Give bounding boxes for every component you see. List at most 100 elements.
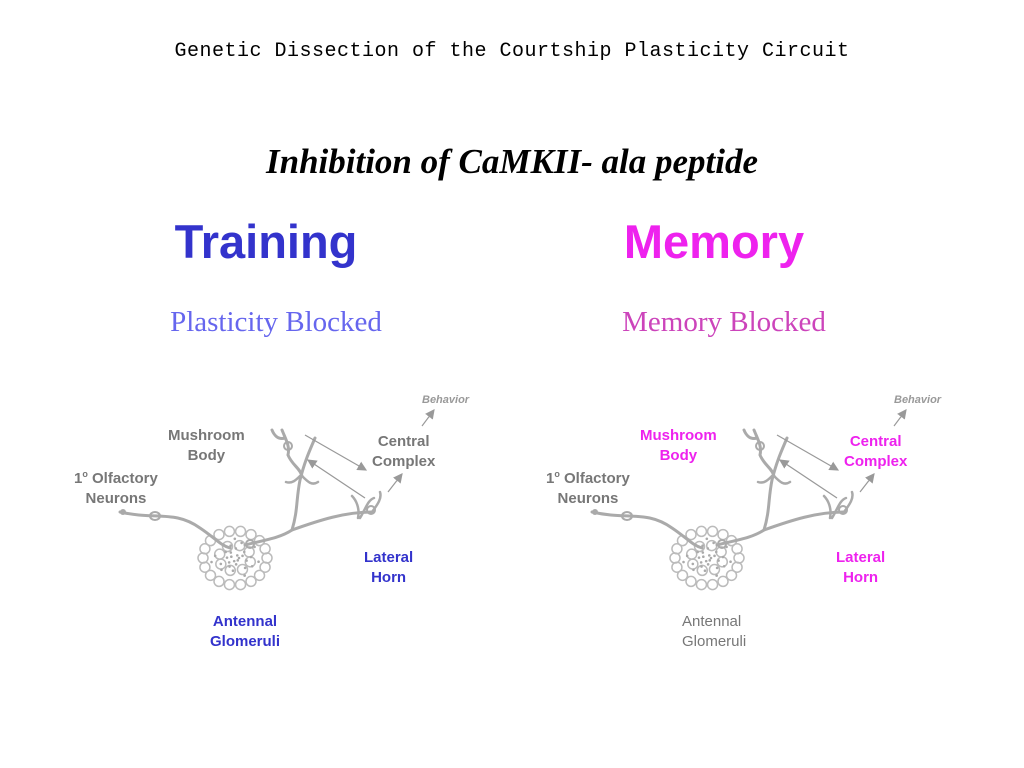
- mushroom-body-calyx: [270, 428, 304, 478]
- mushroom-body-dendrite: [284, 474, 320, 485]
- glomerulus: [685, 548, 698, 560]
- lateral-horn-soma: [838, 505, 848, 515]
- glomerulus-dot: [228, 565, 231, 568]
- glomerulus-dot: [257, 560, 260, 564]
- glomerulus: [676, 569, 689, 582]
- central-complex-label: Central Complex: [844, 433, 908, 470]
- glomerulus-dot: [233, 537, 237, 541]
- glomerulus: [731, 561, 743, 573]
- olfactory-neurons-label: 1o Olfactory Neurons: [74, 469, 158, 507]
- glomerulus-dot: [703, 569, 707, 572]
- glomerulus-dot: [714, 550, 718, 554]
- glomerulus-dot: [696, 550, 699, 554]
- glomerulus-dot: [237, 556, 241, 560]
- glomerulus: [224, 564, 237, 577]
- lateral-horn-arbor: [822, 490, 854, 520]
- memory-heading: Memory: [623, 215, 805, 268]
- glomerulus-dot: [242, 550, 246, 554]
- glomerulus: [706, 525, 719, 538]
- glomerulus-dot: [682, 560, 685, 564]
- glomerulus: [234, 525, 247, 538]
- glomerulus-dot: [712, 541, 715, 545]
- glomerulus-dot: [243, 574, 246, 577]
- axon-terminal: [592, 509, 598, 515]
- glomerulus-dot: [685, 554, 689, 558]
- glomerulus: [213, 575, 225, 588]
- glomerulus-dot: [245, 559, 248, 562]
- to-central-complex-arrow: [859, 473, 875, 493]
- glomerulus-dot: [243, 566, 247, 570]
- glomerulus-dot: [229, 551, 233, 554]
- training-heading: Training: [174, 215, 358, 268]
- olfactory-circuit-drawing: [118, 409, 435, 591]
- glomerulus: [725, 569, 738, 582]
- glomerulus: [259, 561, 271, 573]
- mushroom-body-soma: [283, 441, 293, 451]
- glomerulus-dot: [240, 541, 243, 545]
- glomerulus-dot: [249, 555, 253, 559]
- mushroom-body-label: Mushroom Body: [168, 427, 245, 464]
- to-behavior-arrow: [893, 409, 907, 427]
- projection-neuron: [715, 436, 789, 547]
- glomerulus: [261, 552, 273, 564]
- projection-neuron-branch: [290, 510, 374, 532]
- axon-terminal: [120, 509, 126, 515]
- projection-soma: [245, 539, 255, 549]
- lateral-horn-arbor: [350, 490, 382, 520]
- glomerulus-dot: [722, 564, 726, 568]
- glomerulus-dot: [230, 555, 233, 559]
- mb-to-cc-arrow: [776, 434, 840, 471]
- glomerulus: [696, 564, 709, 577]
- glomerulus: [213, 548, 226, 560]
- antennal-glomeruli-label: Antennal Glomeruli: [210, 613, 281, 650]
- glomerulus: [731, 543, 743, 555]
- glomerulus: [693, 540, 706, 553]
- cc-to-mb-arrow: [307, 459, 366, 499]
- glomerulus: [236, 563, 249, 576]
- glomerulus-dot: [236, 559, 240, 562]
- training-circuit-diagram: Behavior Mushroom Body Central Complex 1…: [60, 380, 520, 680]
- glomerulus-dot: [234, 547, 238, 550]
- glomerulus-dot: [708, 559, 712, 562]
- mb-to-cc-arrow: [304, 434, 368, 471]
- glomerulus: [199, 543, 211, 555]
- to-central-complex-arrow: [387, 473, 403, 493]
- glomerulus-dot: [691, 562, 695, 566]
- glomerulus: [706, 578, 719, 591]
- glomerulus: [253, 569, 266, 582]
- lateral-horn-soma: [366, 505, 376, 515]
- glomerulus-dot: [715, 574, 718, 577]
- neuron-soma: [621, 511, 633, 521]
- glomerulus: [213, 528, 225, 541]
- glomerulus: [223, 578, 236, 591]
- glomerulus-dot: [705, 537, 709, 541]
- glomerulus: [245, 575, 257, 588]
- glomerulus-dot: [700, 565, 703, 568]
- lateral-horn-label: Lateral Horn: [836, 549, 886, 586]
- glomerulus-dot: [701, 544, 704, 547]
- glomerulus: [204, 569, 217, 582]
- glomerulus-dot: [715, 566, 719, 570]
- glomerulus-dot: [729, 560, 732, 564]
- glomerulus-dot: [210, 560, 213, 564]
- glomerulus: [234, 578, 247, 591]
- glomerulus: [733, 552, 745, 564]
- glomerulus-dot: [721, 555, 725, 559]
- to-behavior-arrow: [421, 409, 435, 427]
- olfactory-neuron-axon: [590, 510, 704, 550]
- glomerulus-dot: [697, 556, 701, 559]
- glomerulus-dot: [250, 564, 254, 568]
- antennal-glomeruli-label: Antennal Glomeruli: [682, 613, 747, 650]
- behavior-label: Behavior: [894, 394, 942, 406]
- glomerulus-dot: [213, 554, 217, 558]
- glomerulus-dot: [219, 562, 223, 566]
- glomerulus-dot: [707, 554, 711, 557]
- glomerulus-dot: [227, 561, 231, 564]
- mushroom-body-soma: [755, 441, 765, 451]
- glomerulus-dot: [231, 569, 235, 572]
- olfactory-circuit-drawing: [590, 409, 907, 591]
- glomerulus-dot: [225, 556, 229, 559]
- behavior-label: Behavior: [422, 394, 470, 406]
- memory-blocked-label: Memory Blocked: [622, 306, 826, 338]
- glomerulus-dot: [220, 568, 223, 572]
